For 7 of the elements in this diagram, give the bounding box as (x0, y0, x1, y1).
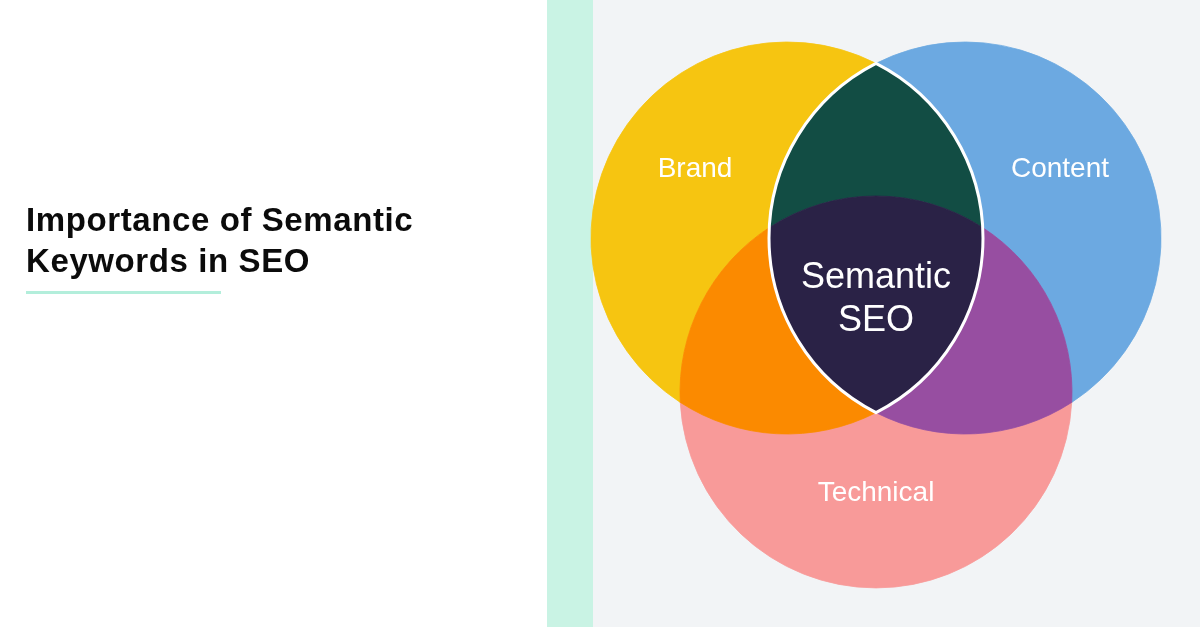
intersection-label: Semantic SEO (799, 254, 953, 340)
venn-intersection (767, 61, 985, 415)
circle-label: Technical (817, 475, 935, 509)
venn-circle (680, 227, 1072, 588)
circle-label: Content (1010, 151, 1110, 185)
circle-label: Brand (657, 151, 733, 185)
title-heading: Importance of Semantic Keywords in SEO (26, 200, 415, 281)
